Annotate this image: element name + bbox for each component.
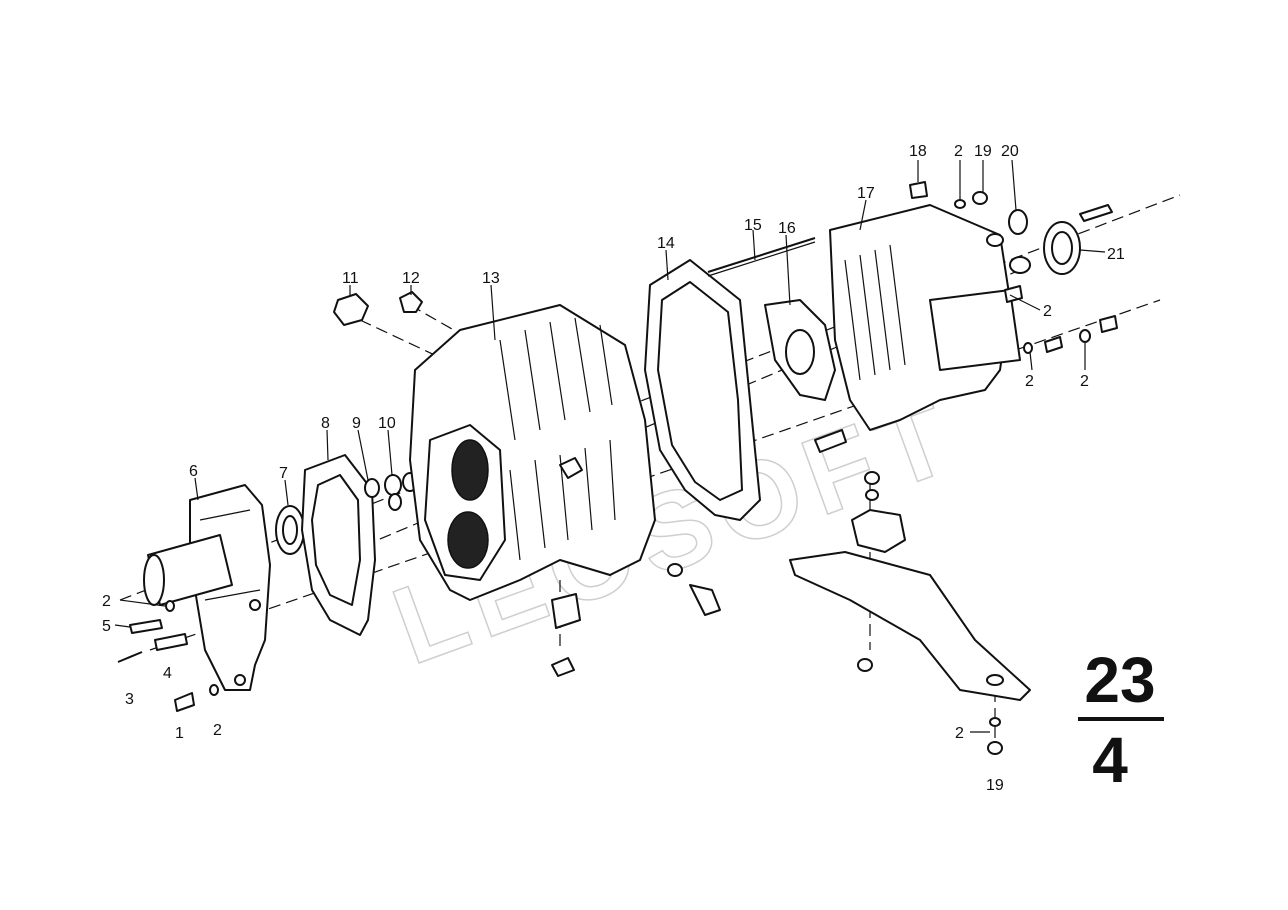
callout-label: 19: [986, 777, 1004, 794]
callout-label: 13: [482, 270, 500, 287]
callout-label: 18: [909, 143, 927, 160]
flange-housing-part: [143, 484, 271, 691]
callout-label: 9: [352, 415, 361, 432]
mount-crossmember-part: [789, 471, 1031, 755]
callout-label: 2: [955, 725, 964, 742]
callout-label: 15: [744, 217, 762, 234]
seal-ring-part: [275, 505, 305, 555]
callout-label: 2: [213, 722, 222, 739]
cover-plate-part: [764, 299, 836, 401]
group-number-divider: [1078, 717, 1164, 721]
top-right-small-parts: [909, 181, 1118, 354]
callout-label: 1: [175, 725, 184, 742]
group-number-bottom: 4: [1092, 724, 1128, 796]
callout-label: 10: [378, 415, 396, 432]
callout-label: 5: [102, 618, 111, 635]
gasket-rear-part: [644, 259, 761, 521]
gasket-front-part: [301, 454, 376, 636]
stud-part: [707, 237, 816, 277]
callout-label: 16: [778, 220, 796, 237]
small-rings-part: [364, 472, 418, 511]
callout-label: 2: [1043, 303, 1052, 320]
callout-label: 11: [342, 270, 359, 287]
callout-label: 2: [954, 143, 963, 160]
callout-label: 2: [1080, 373, 1089, 390]
leader-lines: [114, 159, 1106, 733]
callout-label: 19: [974, 143, 992, 160]
callout-label: 14: [657, 235, 675, 252]
group-number-top: 23: [1084, 644, 1156, 716]
callout-label: 17: [857, 185, 875, 202]
callout-label: 12: [402, 270, 420, 287]
callout-label: 20: [1001, 143, 1019, 160]
callout-label: 4: [163, 665, 172, 682]
callout-labels: 1 2 2 2 2 2 2 2 3 4 5 6 7 8 9 10 11 12 1…: [102, 143, 1125, 794]
top-nuts-part: [333, 291, 423, 326]
callout-label: 21: [1107, 246, 1125, 263]
left-bolts-part: [117, 600, 219, 712]
callout-label: 8: [321, 415, 330, 432]
callout-label: 3: [125, 691, 134, 708]
callout-label: 6: [189, 463, 198, 480]
callout-label: 2: [1025, 373, 1034, 390]
callout-label: 2: [102, 593, 111, 610]
rear-housing-part: [814, 204, 1031, 453]
case-lower-parts: [551, 563, 721, 677]
callout-label: 7: [279, 465, 288, 482]
gearbox-case-part: [409, 304, 656, 601]
